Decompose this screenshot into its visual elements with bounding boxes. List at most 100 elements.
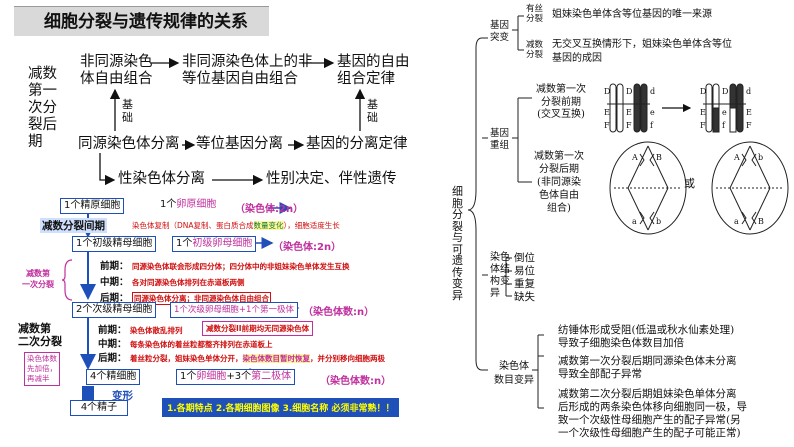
number-variation-label: 染色体 数目变异: [494, 360, 534, 388]
label-line: 体结: [490, 264, 510, 275]
base-char: 基: [367, 98, 378, 111]
secondary-spermatocyte-box: 2个次级精母细胞: [72, 302, 157, 318]
label-line: 色体自由: [539, 190, 579, 201]
first-division-label: 减数第 一次分裂: [22, 268, 54, 290]
box-text: 1个初级精母细胞: [76, 238, 153, 249]
text: 染色体复制（DNA复制、蛋白质合成: [132, 221, 254, 230]
label-line: 构变: [490, 276, 510, 287]
label-line: 减数: [526, 40, 544, 50]
svg-text:a: a: [632, 217, 637, 226]
phase-late: 后期：: [100, 293, 129, 304]
svg-text:e: e: [722, 108, 727, 117]
left-label-line: 期: [28, 134, 43, 150]
svg-text:B: B: [758, 217, 764, 226]
phase-early: 前期：: [100, 261, 129, 272]
box-text: 初级卵母细胞: [192, 238, 253, 249]
node-nonallelic-assortment: 非同源染色体上的非 等位基因自由组合: [182, 54, 313, 88]
text-line: 导致全部配子异常: [558, 368, 642, 380]
phase-s-early: 前期：: [98, 325, 127, 336]
box-text: 4个精细胞: [90, 371, 137, 382]
base-char: 础: [122, 111, 133, 124]
base-char: 础: [367, 111, 378, 124]
node-allele-separation: 等位基因分离: [196, 136, 283, 152]
label-line: 分裂: [526, 14, 544, 24]
root-char: 遗: [452, 254, 463, 267]
phase-mid-text: 各对同源染色体排列在赤道板两侧: [132, 278, 245, 287]
crossing-over-label: 减数第一次 分裂前期 (交叉互换): [536, 84, 586, 122]
text-line: 无交叉互换情形下，姐妹染色单体含等位: [552, 39, 732, 50]
node-line: 体自由组合: [80, 71, 153, 87]
node-line: 等位基因自由组合: [182, 71, 298, 87]
label-line: 染色体: [499, 361, 529, 372]
interphase-text: 染色体复制（DNA复制、蛋白质合成数量变化），细胞适度生长: [132, 220, 340, 231]
root-char: 细: [452, 185, 463, 198]
box-text: 1个: [176, 238, 193, 249]
phase-s-early-text: 染色体散乱排列: [130, 326, 183, 335]
svg-text:f: f: [650, 121, 654, 130]
svg-text:F: F: [626, 121, 632, 130]
interphase-label: 减数分裂间期: [40, 218, 107, 233]
text-line: 基因的成因: [552, 53, 602, 64]
svg-text:D: D: [722, 87, 728, 96]
text: 数量变化: [253, 221, 284, 230]
oogonium-box: 1个卵原细胞: [160, 198, 217, 212]
label-line: 重组: [490, 140, 510, 151]
svg-text:F: F: [700, 121, 706, 130]
node-law-segregation: 基因的分离定律: [306, 136, 408, 152]
variation-root: 细 胞 分 裂 与 可 遗 传 变 异: [452, 186, 466, 301]
left-label-line: 减数: [28, 66, 57, 82]
base-label-1: 基 础: [122, 98, 133, 124]
egg-cell-box: 1个卵细胞+3个第二极体: [176, 369, 296, 385]
second-division-label: 减数第 二次分裂: [18, 322, 62, 348]
chromosome-tag-n-2: （染色体数:n）: [320, 376, 392, 387]
independent-assortment-label: 减数第一次 分裂后期 (非同源染 色体自由 组合): [534, 150, 584, 215]
label-line: 分裂后期: [539, 164, 579, 175]
node-sex-chromosome-separation: 性染色体分离: [118, 171, 205, 187]
label-line: 减数第一次: [536, 84, 586, 95]
root-char: 与: [452, 231, 463, 244]
chromosome-tag-2n-2: （染色体:2n）: [273, 242, 342, 253]
svg-text:E: E: [700, 108, 706, 117]
variation-tree-lines: [467, 15, 544, 409]
node-homologous-separation: 同源染色体分离: [78, 136, 180, 152]
box-text: 1个次级卵母细胞+1个第一极体: [174, 305, 294, 315]
label-line: 组合): [547, 203, 571, 214]
node-line: 非同源染色: [80, 54, 153, 70]
meiosis-text: 无交叉互换情形下，姐妹染色单体含等位 基因的成因: [552, 38, 732, 66]
text-line: 后形成的两条染色体移向细胞同一极，导: [558, 401, 747, 413]
root-char: 异: [452, 288, 463, 302]
base-char: 基: [122, 98, 133, 111]
text-line: 减数第二次分裂后期姐妹染色单体分离: [558, 388, 737, 400]
box-text: 4个精子: [80, 402, 118, 413]
primary-spermatocyte-box: 1个初级精母细胞: [72, 236, 157, 252]
label-line: 分裂前期: [541, 96, 581, 108]
text-line: 纺锤体形成受阻(低温或秋水仙素处理): [558, 324, 735, 336]
text-line: 导致子细胞染色体数目加倍: [558, 337, 684, 349]
node-line: 非同源染色体上的非: [182, 54, 313, 70]
box-text: 1个: [160, 199, 177, 210]
primary-oocyte-box: 1个初级卵母细胞: [172, 236, 257, 252]
sperm-box: 4个精子: [70, 400, 128, 416]
label-line: (交叉互换): [537, 109, 585, 120]
box-text: 第二极体: [251, 371, 292, 382]
structure-variation-label: 染色 体结 构变 异: [490, 252, 510, 300]
left-label-line: 第一: [28, 83, 57, 99]
svg-text:D: D: [626, 87, 632, 96]
svg-text:a: a: [734, 217, 739, 226]
svg-text:d: d: [746, 87, 751, 96]
svg-text:A: A: [733, 153, 740, 162]
phase-s-late: 后期：: [98, 353, 127, 364]
root-char: 可: [452, 242, 463, 256]
transform-label: 变形: [112, 390, 133, 402]
node-sex-determination: 性别决定、伴性遗传: [266, 171, 397, 187]
spermatogonium-box: 1个精原细胞: [60, 198, 125, 214]
list-item: 倒位: [514, 252, 535, 264]
svg-text:F: F: [604, 121, 610, 130]
label-line: 突变: [490, 32, 510, 43]
svg-text:D: D: [700, 87, 706, 96]
list-item: 缺失: [514, 291, 535, 303]
arrow: [99, 153, 116, 186]
meiosis-label: 减数 分裂: [526, 40, 543, 60]
